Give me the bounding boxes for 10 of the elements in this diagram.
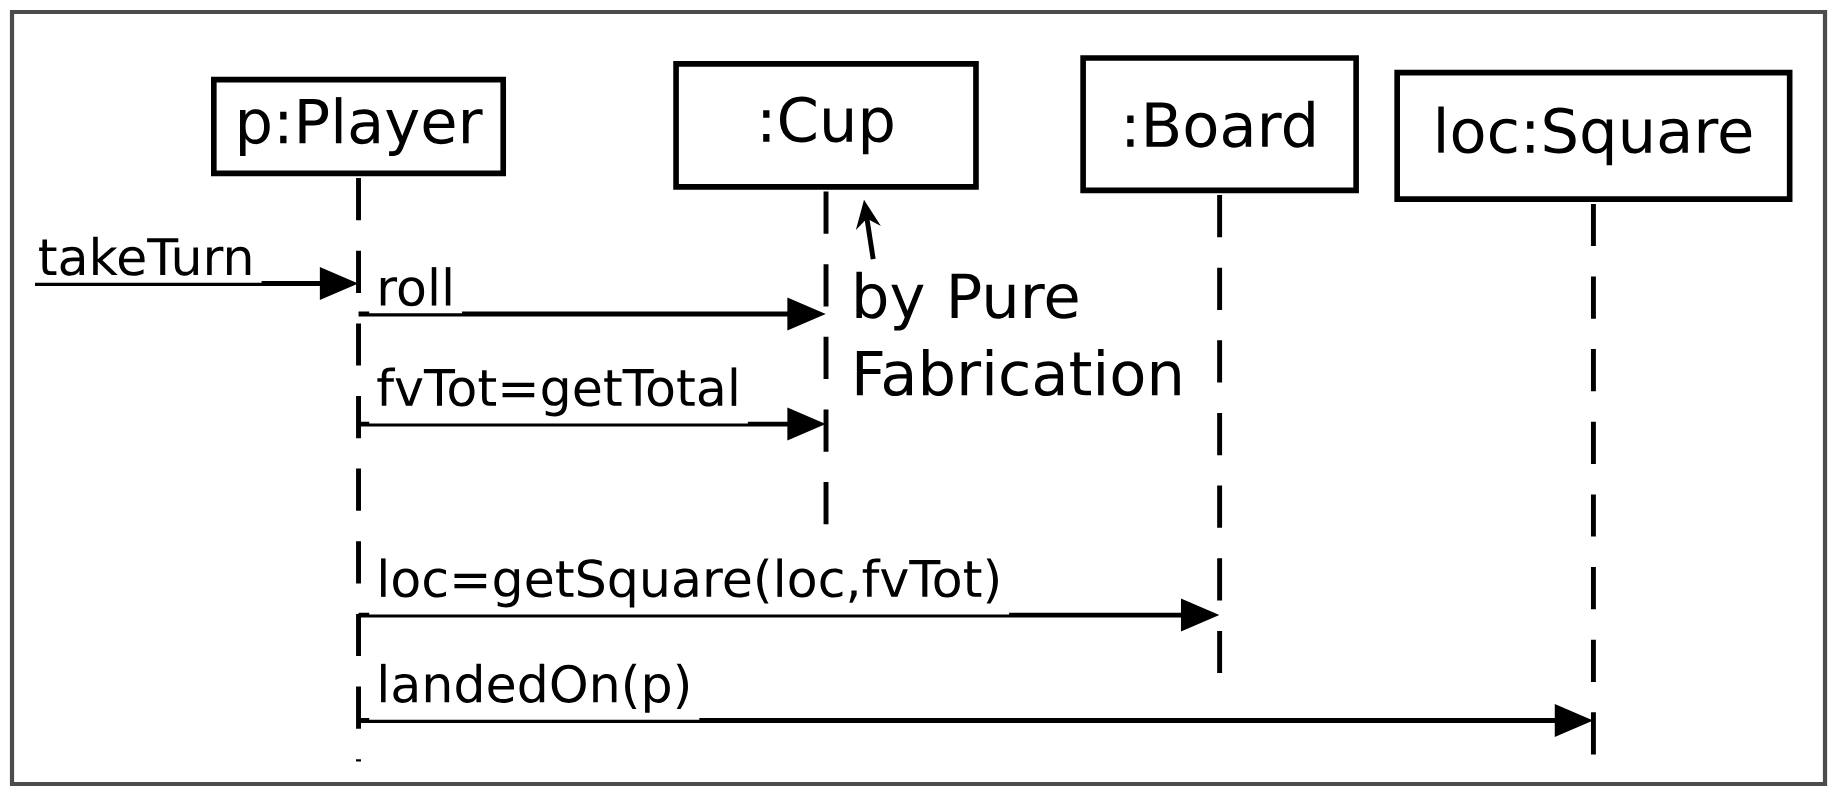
- note-text: by Pure Fabrication: [856, 271, 1180, 397]
- message-label: landedOn(p): [369, 656, 700, 720]
- message-label: roll: [369, 260, 463, 314]
- object-box: loc:Square: [1394, 69, 1793, 202]
- message-label: loc=getSquare(loc,fvTot): [369, 551, 1010, 615]
- object-box: :Board: [1080, 55, 1359, 194]
- object-box: :Cup: [673, 61, 979, 190]
- object-box: p:Player: [211, 76, 507, 177]
- message-label: fvTot=getTotal: [369, 360, 748, 424]
- message-label: takeTurn: [30, 229, 262, 283]
